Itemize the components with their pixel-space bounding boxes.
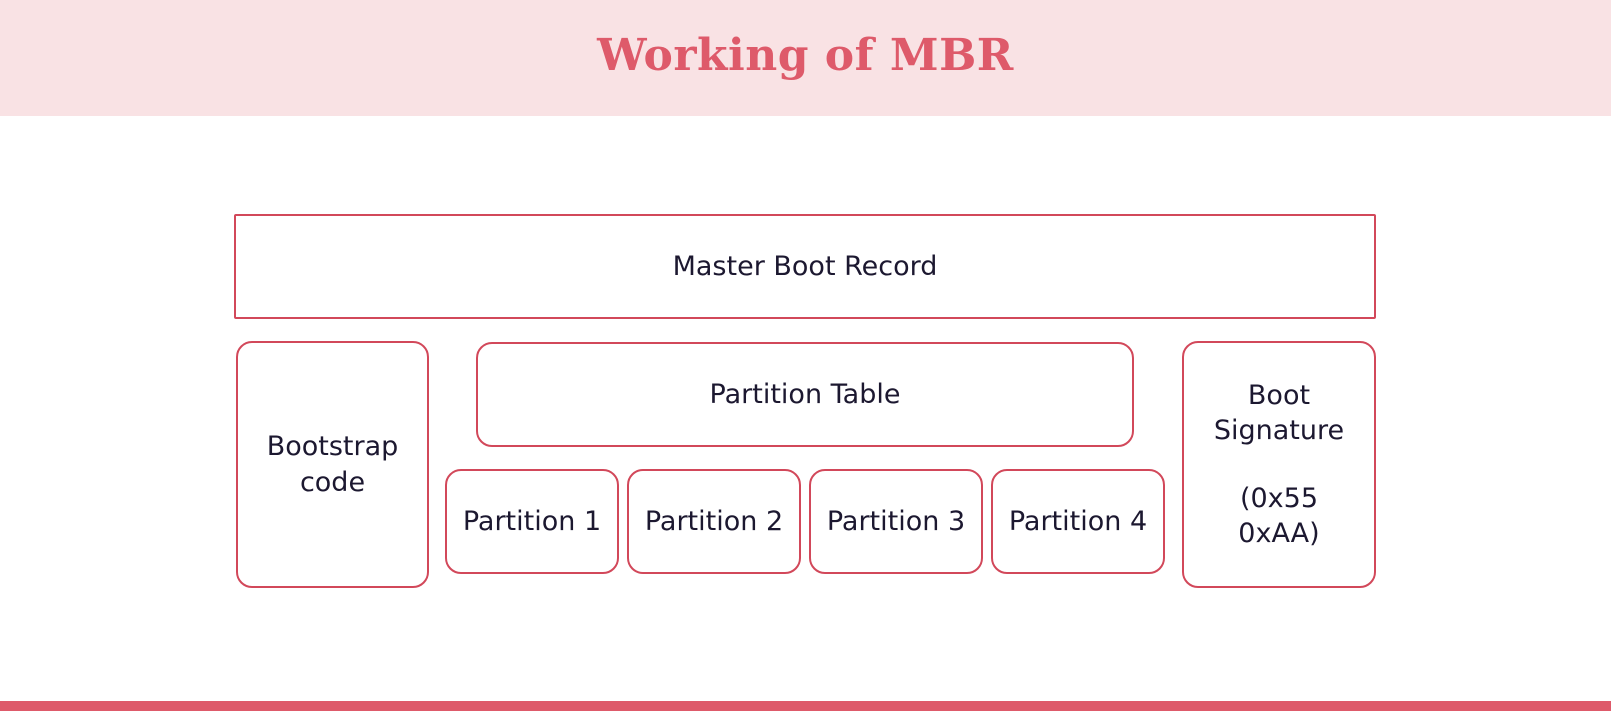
partition-2-box: Partition 2 [627, 469, 801, 574]
partition-4-label: Partition 4 [1008, 505, 1148, 537]
bottom-accent-bar [0, 701, 1611, 711]
boot-signature-box: Boot Signature (0x55 0xAA) [1182, 341, 1376, 588]
boot-signature-value-line-2: 0xAA) [1238, 517, 1320, 549]
partition-4-box: Partition 4 [991, 469, 1165, 574]
master-boot-record-box: Master Boot Record [234, 214, 1376, 319]
bootstrap-code-label-line-2: code [299, 466, 366, 498]
partition-3-label: Partition 3 [826, 505, 966, 537]
page-title: Working of MBR [597, 29, 1014, 81]
partition-1-box: Partition 1 [445, 469, 619, 574]
partition-table-box: Partition Table [476, 342, 1134, 447]
partition-table-label: Partition Table [709, 378, 901, 410]
header-banner: Working of MBR [0, 0, 1611, 116]
partition-1-label: Partition 1 [462, 505, 602, 537]
partition-2-label: Partition 2 [644, 505, 784, 537]
master-boot-record-label: Master Boot Record [672, 250, 938, 282]
boot-signature-label-line-2: Signature [1213, 415, 1345, 447]
partition-3-box: Partition 3 [809, 469, 983, 574]
boot-signature-value-line-1: (0x55 [1239, 482, 1319, 514]
bootstrap-code-label-line-1: Bootstrap [266, 431, 399, 463]
boot-signature-label-line-1: Boot [1247, 380, 1311, 412]
bootstrap-code-box: Bootstrap code [236, 341, 429, 588]
